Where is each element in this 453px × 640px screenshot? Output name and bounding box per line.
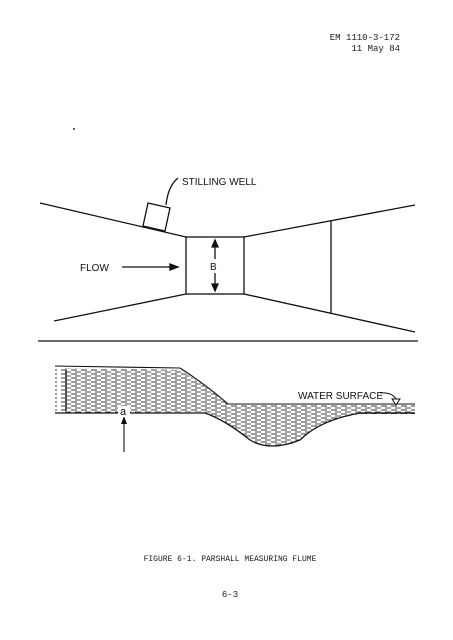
figure-caption: FIGURE 6-1. PARSHALL MEASURING FLUME <box>143 555 317 564</box>
stilling-well-box <box>142 202 171 232</box>
water-surface-label: WATER SURFACE <box>298 391 383 402</box>
document-date: 11 May 84 <box>351 44 400 54</box>
water-surface-label-mask <box>295 388 379 400</box>
upstream-surface-line <box>54 365 181 369</box>
document-number: EM 1110-3-172 <box>329 33 400 43</box>
water-body <box>55 368 415 446</box>
page-number: 6-3 <box>221 590 239 600</box>
gauge-point-label: a <box>120 406 127 418</box>
water-surface-leader <box>379 392 397 400</box>
gauge-arrowhead <box>121 416 127 424</box>
document-header: EM 1110-3-172 11 May 84 <box>300 33 400 55</box>
profile-view <box>54 365 415 452</box>
plan-view <box>39 177 416 333</box>
channel-floor <box>55 412 415 447</box>
dimension-arrow-top <box>211 238 219 248</box>
flow-label: FLOW <box>80 263 109 274</box>
flow-arrowhead <box>169 263 180 271</box>
dimension-arrow-bottom <box>211 283 219 293</box>
throat-section <box>185 236 245 295</box>
outlet-wall-bottom <box>243 293 416 333</box>
throat-width-label: B <box>210 262 217 273</box>
scan-speck <box>73 128 75 130</box>
stilling-well-label: STILLING WELL <box>182 177 257 188</box>
inlet-wall-top <box>39 202 187 238</box>
throat-label-mask <box>207 259 223 273</box>
gauge-label-mask <box>118 406 130 417</box>
inlet-wall-bottom <box>53 293 187 322</box>
drawdown-curve <box>179 367 229 405</box>
stilling-well-leader <box>165 177 179 206</box>
outlet-wall-top <box>243 204 416 238</box>
